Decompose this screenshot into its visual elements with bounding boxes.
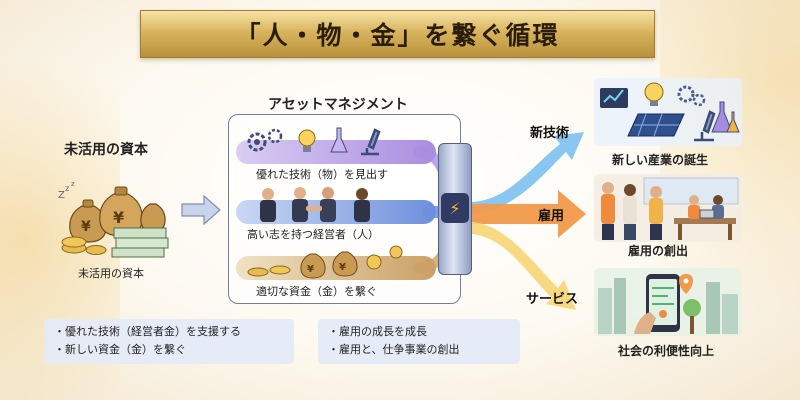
lightbulb-icon: [644, 82, 664, 106]
laptop-icon: [699, 209, 715, 219]
idle-capital-title: 未活用の資本: [64, 142, 148, 158]
idle-capital-caption: 未活用の資本: [78, 267, 144, 280]
tree-icon: [683, 299, 701, 334]
svg-text:¥: ¥: [307, 264, 314, 275]
svg-text:¥: ¥: [113, 208, 124, 227]
new-technology-label: 新技術: [530, 126, 570, 141]
flask-icon: [330, 127, 348, 153]
technology-icons: [247, 127, 381, 156]
gear-icon: [677, 85, 706, 107]
info-left-line-2: ・新しい資金（金）を繋ぐ: [54, 343, 186, 356]
social-convenience-caption: 社会の利便性向上: [618, 344, 715, 358]
monitor-icon: [600, 88, 628, 108]
info-right-line-2: ・雇用と、仕争事業の創出: [328, 343, 460, 356]
money-bags-icon: Z z z ¥ ¥: [58, 180, 169, 258]
new-technology-arrow: [472, 132, 584, 214]
svg-text:Z: Z: [58, 190, 65, 201]
management-label: 高い志を持つ経営者（人）: [247, 228, 379, 241]
service-label: サービス: [526, 292, 579, 307]
page-title: 「人・物・金」を繋ぐ循環: [235, 21, 560, 50]
employment-arrow: [472, 190, 586, 238]
map-pin-icon: [679, 274, 693, 294]
service-arrow: [472, 222, 576, 310]
asset-management-title: アセットマネジメント: [268, 97, 408, 113]
lightbulb-icon: [298, 129, 316, 152]
svg-text:¥: ¥: [339, 262, 346, 273]
gear-icon: [247, 128, 283, 152]
capital-label: 適切な資金（金）を繋ぐ: [256, 285, 377, 298]
coin-icon: [247, 265, 291, 277]
person-icon: [354, 188, 370, 222]
microscope-icon: [694, 110, 716, 142]
title-banner: 「人・物・金」を繋ぐ循環: [140, 10, 655, 58]
new-industry-illustration: [594, 78, 742, 146]
hand-icon: [634, 312, 656, 334]
person-icon: [712, 195, 724, 219]
employment-caption: 雇用の創出: [628, 244, 689, 258]
info-box-right: ・雇用の成長を成長 ・雇用と、仕争事業の創出: [318, 319, 520, 364]
money-bag-icon: ¥ ¥: [300, 251, 358, 279]
svg-text:z: z: [65, 184, 69, 193]
technology-label: 優れた技術（物）を見出す: [256, 168, 388, 181]
output-arrows: [472, 132, 586, 310]
person-icon: [601, 182, 615, 240]
info-right-line-1: ・雇用の成長を成長: [328, 325, 427, 338]
info-box-left: ・優れた技術（経営者金）を支援する ・新しい資金（金）を繋ぐ: [44, 319, 294, 364]
coin-icon: [366, 245, 403, 270]
social-convenience-illustration: [594, 268, 742, 336]
person-icon: [649, 186, 663, 240]
lightning-icon: ⚡: [441, 193, 469, 223]
coins-icons: ¥ ¥: [247, 245, 403, 279]
person-icon: [623, 184, 637, 240]
svg-text:¥: ¥: [81, 219, 91, 235]
person-icon: [260, 188, 276, 222]
arrow-right-icon: [181, 194, 221, 226]
info-left-line-1: ・優れた技術（経営者金）を支援する: [54, 325, 241, 338]
flask-icon: [711, 101, 740, 133]
employment-illustration: [594, 174, 742, 242]
person-icon: [688, 195, 700, 219]
new-industry-caption: 新しい産業の誕生: [612, 153, 709, 167]
microscope-icon: [361, 128, 381, 156]
svg-text:z: z: [71, 180, 75, 188]
employment-label: 雇用: [538, 209, 565, 224]
solar-panel-icon: [627, 113, 685, 137]
business-people-icons: [260, 187, 370, 222]
handshake-icon: [292, 187, 336, 222]
desk-icon: [674, 218, 736, 240]
building-icon: [598, 278, 738, 334]
